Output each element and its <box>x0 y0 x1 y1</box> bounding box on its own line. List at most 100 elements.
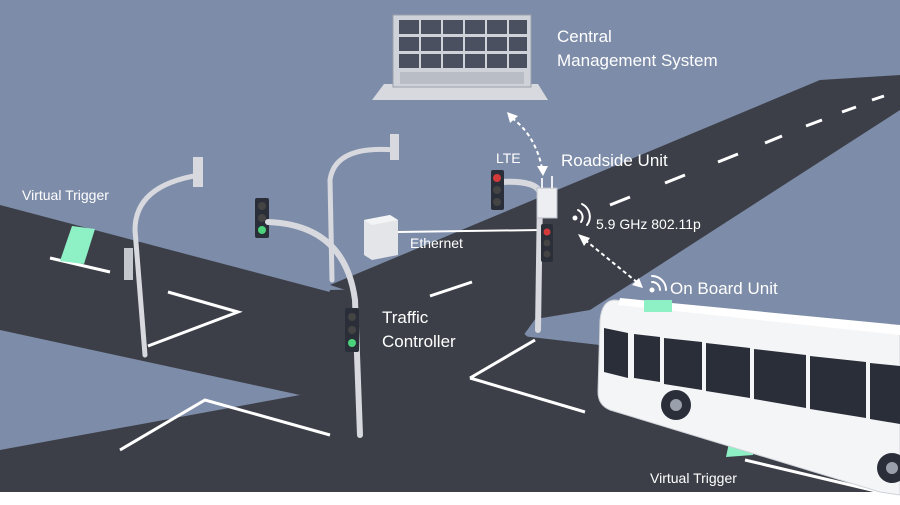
screen <box>421 20 441 34</box>
street-light-middle-head <box>390 134 399 160</box>
wifi-signal-rsu-arc-1 <box>577 209 584 223</box>
bus-window-1 <box>634 334 660 382</box>
screen <box>487 37 507 51</box>
traffic-light-icon <box>541 224 553 262</box>
stop-line-near-right <box>469 338 536 380</box>
dsrc-link <box>578 234 643 288</box>
bus-roof-highlight <box>618 298 900 335</box>
center-dashes <box>609 94 885 207</box>
road-center <box>300 285 560 395</box>
stop-line-near-left <box>119 398 331 452</box>
dash <box>841 105 857 114</box>
traffic-light-right-lower-green <box>543 250 551 258</box>
screen <box>509 37 527 51</box>
dash <box>805 118 823 128</box>
dsrc-arrowhead-bottom <box>632 278 643 288</box>
traffic-light-icon <box>345 308 359 352</box>
traffic-light-right-amber <box>493 186 501 194</box>
dash <box>764 134 783 145</box>
traffic-signal-arm-controller <box>265 219 363 438</box>
street-light-middle <box>327 146 398 283</box>
virtual-trigger-left-pad <box>60 226 95 264</box>
dsrc-link-line <box>584 239 639 284</box>
screen <box>399 54 419 68</box>
lane-line-right-bottom <box>744 458 881 494</box>
lte-label: LTE <box>496 150 521 166</box>
screen <box>443 54 463 68</box>
traffic-controller-label-line1: Traffic <box>382 308 429 327</box>
screen <box>443 37 463 51</box>
dash <box>717 152 739 164</box>
virtual-trigger-right-label: Virtual Trigger <box>650 470 737 486</box>
ethernet-label: Ethernet <box>410 235 463 251</box>
central-management-label-line2: Management System <box>557 51 718 70</box>
traffic-light-right-red <box>493 174 501 182</box>
traffic-light-right-green <box>493 198 501 206</box>
on-board-unit-label: On Board Unit <box>670 279 778 298</box>
central-management-label-line1: Central <box>557 27 612 46</box>
bus-wheel-rear-hub <box>886 462 898 474</box>
wifi-signal-rsu-arc-2 <box>581 203 591 226</box>
stop-line-far <box>429 280 473 298</box>
screen <box>443 20 463 34</box>
traffic-light-icon <box>255 198 269 238</box>
traffic-light-lower-amber <box>348 326 356 334</box>
bottom-white-strip <box>0 492 900 505</box>
screen <box>465 54 485 68</box>
wifi-signal-icon <box>572 203 591 226</box>
screen <box>399 37 419 51</box>
lte-link-arrowhead-bottom <box>537 166 548 176</box>
dash <box>609 195 631 207</box>
monitor-wall-icon <box>372 14 548 100</box>
street-light-left <box>132 172 203 358</box>
traffic-light-left-green <box>258 226 266 234</box>
road-left-arm <box>0 205 360 395</box>
stop-line-near-right-b <box>469 376 586 414</box>
screen <box>421 54 441 68</box>
stop-line-left-top <box>147 290 243 348</box>
controller-cabinet-body <box>364 215 398 260</box>
traffic-light-left-red <box>258 202 266 210</box>
monitor-wall-base <box>372 84 548 100</box>
bus-window-5 <box>810 356 866 418</box>
lte-link <box>507 112 548 176</box>
bus-window-4 <box>754 349 806 408</box>
traffic-light-icon <box>491 170 504 210</box>
traffic-light-right-lower-red <box>543 228 551 236</box>
bus-window-2 <box>664 338 702 390</box>
monitor-wall-screens <box>399 20 527 68</box>
wifi-signal-icon <box>649 275 667 293</box>
bus-windshield <box>604 328 628 378</box>
street-light-left-head <box>193 157 203 187</box>
dsrc-arrowhead-top <box>578 234 590 246</box>
monitor-wall-desk <box>400 72 524 84</box>
screen <box>421 37 441 51</box>
screen <box>509 20 527 34</box>
frequency-label: 5.9 GHz 802.11p <box>596 216 701 232</box>
screen <box>487 54 507 68</box>
road-markings <box>49 94 885 494</box>
dash <box>871 94 885 102</box>
screen <box>509 54 527 68</box>
traffic-light-left-amber <box>258 214 266 222</box>
roadside-unit-body <box>536 187 558 219</box>
screen <box>465 37 485 51</box>
wifi-signal-obu-dot <box>649 287 655 293</box>
bus-window-3 <box>706 343 750 398</box>
controller-cabinet-icon <box>364 215 398 260</box>
traffic-light-lower-green <box>348 339 356 347</box>
controller-cabinet-side <box>364 215 398 225</box>
screen <box>487 20 507 34</box>
traffic-controller-label-line2: Controller <box>382 332 456 351</box>
traffic-light-lower-red <box>348 313 356 321</box>
wifi-signal-obu-arc-2 <box>651 275 667 291</box>
wifi-signal-obu-arc-1 <box>651 281 661 291</box>
wifi-signal-rsu-dot <box>572 215 578 221</box>
lte-link-arrowhead-top <box>507 112 518 123</box>
bus-obu-panel <box>644 300 672 312</box>
lane-line-left <box>49 256 111 274</box>
street-light-left-pole <box>132 172 203 358</box>
dash <box>664 173 686 185</box>
street-light-middle-pole <box>327 146 398 283</box>
